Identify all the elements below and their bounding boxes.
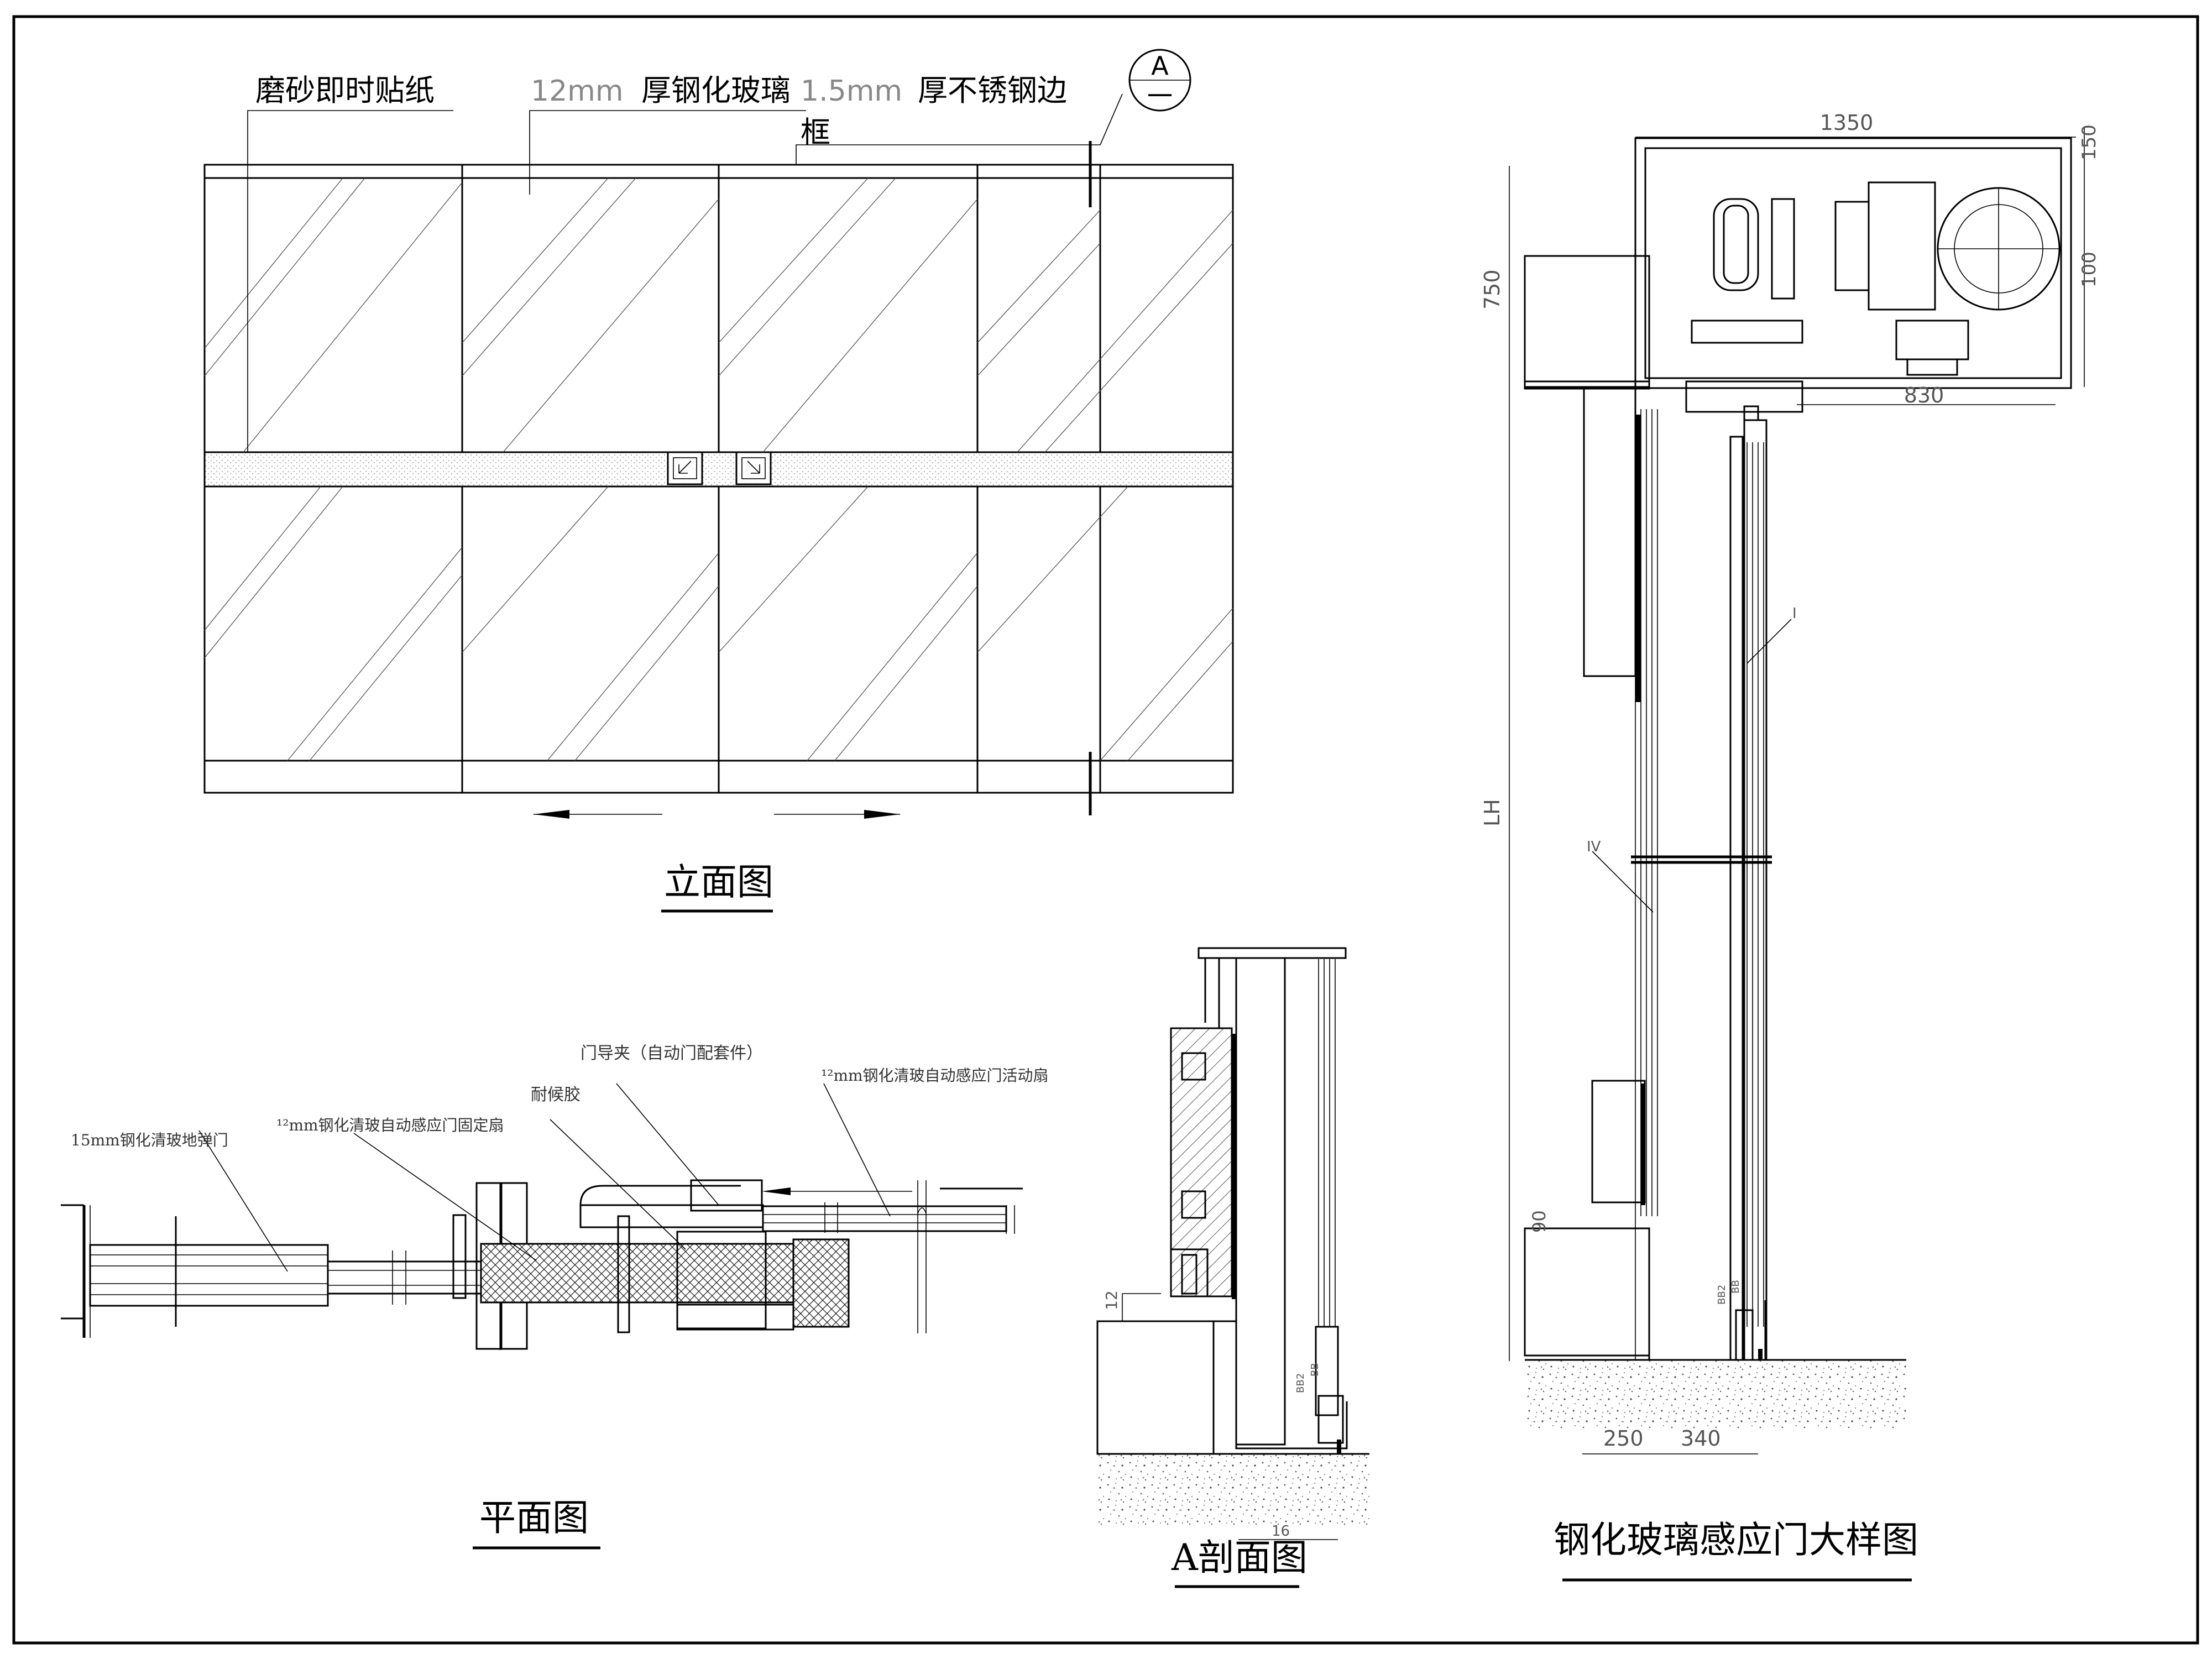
- detail-mark-I: I: [1792, 605, 1797, 622]
- glass-text-label: 厚钢化玻璃: [641, 73, 791, 108]
- section-dim-12: 12: [1102, 1290, 1121, 1310]
- frame-dim-label: 1.5mm: [801, 75, 902, 108]
- detail-dim-1350: 1350: [1820, 111, 1874, 135]
- detail-view: 1350 150 100 830 750 LH 90 250 340 I IV …: [1480, 111, 2100, 1582]
- plan-title: 平面图: [479, 1496, 589, 1539]
- frame-text-label-2: 框: [801, 115, 830, 150]
- detail-mark-IV: IV: [1587, 839, 1601, 855]
- detail-seal-mark-1: BB2: [1716, 1285, 1728, 1305]
- frosted-band: [203, 451, 1234, 488]
- section-a-view: 12 16 BB2 BB A剖面图: [1096, 947, 1369, 1588]
- section-mark-letter: A: [1151, 51, 1169, 81]
- fixed-leaf-label: ¹²mm钢化清玻自动感应门固定扇: [276, 1116, 504, 1134]
- elevation-title: 立面图: [664, 861, 773, 903]
- glass-dim-label: 12mm: [531, 75, 623, 108]
- detail-dim-150: 150: [2078, 124, 2100, 160]
- detail-dim-LH: LH: [1480, 799, 1504, 826]
- frame-text-label: 厚不锈钢边: [918, 73, 1067, 108]
- detail-dim-340: 340: [1681, 1426, 1721, 1451]
- sheet-border: [12, 15, 2199, 1645]
- detail-dim-90: 90: [1529, 1210, 1550, 1233]
- frosted-sticker-label: 磨砂即时贴纸: [255, 73, 435, 108]
- swing-door-label: 15mm钢化清玻地弹门: [71, 1131, 228, 1149]
- section-mark-num: 一: [1147, 81, 1173, 111]
- plan-view: 门导夹（自动门配套件） 耐候胶 ¹²mm钢化清玻自动感应门固定扇 15mm钢化清…: [61, 1044, 1049, 1550]
- door-guide-label: 门导夹（自动门配套件）: [581, 1044, 763, 1063]
- detail-seal-mark-2: BB: [1730, 1280, 1742, 1294]
- section-a-title: A剖面图: [1171, 1536, 1308, 1579]
- section-seal-mark-1: BB2: [1295, 1373, 1306, 1393]
- section-dim-16: 16: [1272, 1523, 1290, 1540]
- section-a-floor: [1097, 1454, 1369, 1526]
- detail-dim-250: 250: [1603, 1426, 1644, 1451]
- sliding-leaf-label: ¹²mm钢化清玻自动感应门活动扇: [821, 1066, 1049, 1085]
- detail-dim-750: 750: [1480, 269, 1504, 310]
- detail-dim-830: 830: [1904, 383, 1944, 407]
- weather-seal-label: 耐候胶: [531, 1085, 581, 1105]
- elevation-view: 磨砂即时贴纸 12mm 厚钢化玻璃 1.5mm 厚不锈钢边 框 A 一 立面图: [203, 49, 1234, 913]
- detail-floor: [1525, 1360, 1906, 1429]
- section-seal-mark-2: BB: [1309, 1363, 1321, 1377]
- detail-dim-100: 100: [2078, 252, 2100, 287]
- fixed-leaf-hatch: [480, 1243, 794, 1304]
- detail-title: 钢化玻璃感应门大样图: [1554, 1519, 1918, 1561]
